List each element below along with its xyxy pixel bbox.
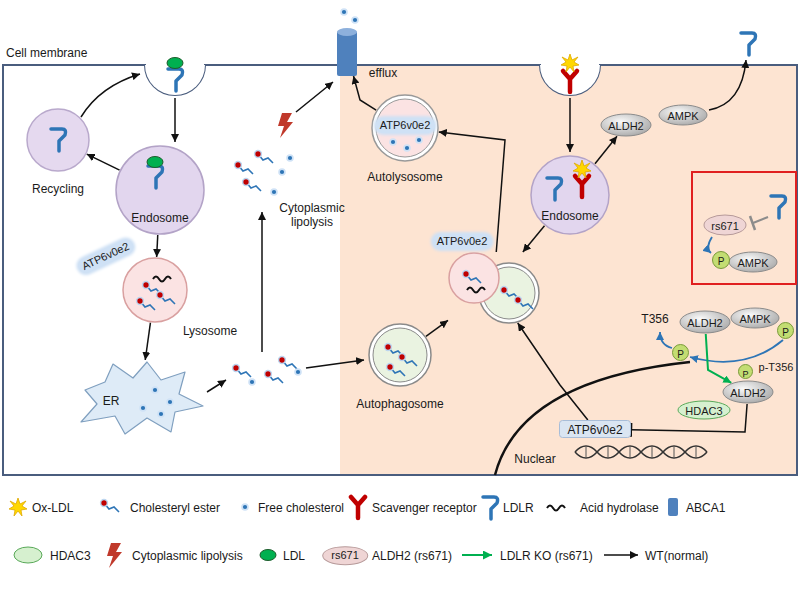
node-text: AMPK xyxy=(739,313,770,326)
legend-text: LDLR KO (rs671) xyxy=(500,550,593,564)
node-text: rs671 xyxy=(711,220,739,233)
protein-oval: ALDH2 xyxy=(600,113,652,137)
node-text: ALDH2 xyxy=(730,387,765,400)
protein-oval: AMPK xyxy=(728,251,778,273)
protein-badge: ATP6v0e2 xyxy=(376,118,435,133)
legend-text: LDLR xyxy=(503,502,534,516)
node-text: AMPK xyxy=(667,110,698,123)
legend-text: WT(normal) xyxy=(645,550,708,564)
node-text: ER xyxy=(103,395,120,409)
node-text: efflux xyxy=(369,67,397,81)
node-text: Endosome xyxy=(541,210,598,224)
residue-label: p-T356 xyxy=(759,361,794,374)
endosome: Endosome xyxy=(530,155,610,235)
endoplasmic-reticulum-outline xyxy=(75,360,205,435)
arrow-connector xyxy=(518,323,588,420)
residue-label: T356 xyxy=(641,313,668,327)
endosome: Endosome xyxy=(115,145,205,235)
arrow-connector xyxy=(354,76,377,110)
node-text: AMPK xyxy=(737,257,768,270)
phospho-circle: P xyxy=(777,322,794,339)
gene-box: ATP6v0e2 xyxy=(559,420,631,438)
legend-text: Ox-LDL xyxy=(32,502,73,516)
node-text: P xyxy=(677,349,684,361)
node-text: Autolysosome xyxy=(367,171,442,185)
legend-text: Cytoplasmic lipolysis xyxy=(132,550,243,564)
autophagosome-outline xyxy=(368,323,432,387)
protein-badge: ATP6v0e2 xyxy=(76,237,135,275)
arrow-connector xyxy=(426,320,448,336)
abca1-channel-outline xyxy=(337,28,357,76)
legend-icon-text: rs671 xyxy=(322,546,368,565)
node-text: Endosome xyxy=(131,212,188,226)
legend-text: HDAC3 xyxy=(50,550,91,564)
recycling-vesicle: Recycling xyxy=(26,108,90,172)
protein-oval: AMPK xyxy=(730,307,780,329)
legend-text: Acid hydrolase xyxy=(580,502,659,516)
lysosome-outline xyxy=(122,257,188,323)
hdac3-oval: HDAC3 xyxy=(677,400,731,420)
node-text: HDAC3 xyxy=(685,405,722,418)
arrow-connector xyxy=(595,136,617,164)
node-text: Lysosome xyxy=(183,325,237,339)
fusing-lysosome-outline xyxy=(448,252,539,323)
legend-text: ALDH2 (rs671) xyxy=(372,550,452,564)
node-text: ALDH2 xyxy=(608,120,643,133)
protein-oval: ALDH2 xyxy=(722,380,774,404)
autophagosome: Autophagosome xyxy=(368,323,432,387)
endoplasmic-reticulum: ER xyxy=(75,360,205,435)
process-label: Cytoplasmic lipolysis xyxy=(275,202,349,230)
legend-text: ABCA1 xyxy=(686,502,725,516)
node-text: P xyxy=(742,369,748,379)
variant-oval: rs671 xyxy=(703,214,747,236)
autolysosome: ATP6v0e2Autolysosome xyxy=(371,94,439,162)
membrane-label: Cell membrane xyxy=(6,47,87,61)
node-text: Recycling xyxy=(32,183,84,197)
arrow-connector xyxy=(157,235,158,257)
node-text: Autophagosome xyxy=(356,398,443,412)
phospho-circle: P xyxy=(738,364,753,379)
arrow-connector xyxy=(87,154,120,170)
protein-oval: AMPK xyxy=(658,104,708,126)
legend-text: LDL xyxy=(283,550,305,564)
lysosome: ATP6v0e2Lysosome xyxy=(122,257,188,323)
arrow-connector xyxy=(706,334,732,383)
phospho-circle: P xyxy=(712,251,730,269)
phospho-circle: P xyxy=(672,344,689,361)
arrow-connector xyxy=(523,226,545,252)
legend-text: Cholesteryl ester xyxy=(130,502,220,516)
node-text: ATP6v0e2 xyxy=(567,424,622,438)
arrow-connector xyxy=(145,323,150,360)
recycling-vesicle-outline xyxy=(26,108,90,172)
legend-text: Free cholesterol xyxy=(258,502,344,516)
fusing-lysosome: ATP6v0e2 xyxy=(448,252,539,323)
protein-oval: ALDH2 xyxy=(679,310,731,334)
compartment-label: Nuclear xyxy=(514,453,555,467)
abca1-channel: efflux xyxy=(337,28,357,76)
legend-text: Scavenger receptor xyxy=(372,502,477,516)
protein-badge: ATP6v0e2 xyxy=(433,234,492,249)
node-text: ALDH2 xyxy=(687,317,722,330)
node-text: P xyxy=(782,327,789,339)
node-text: P xyxy=(718,256,725,268)
